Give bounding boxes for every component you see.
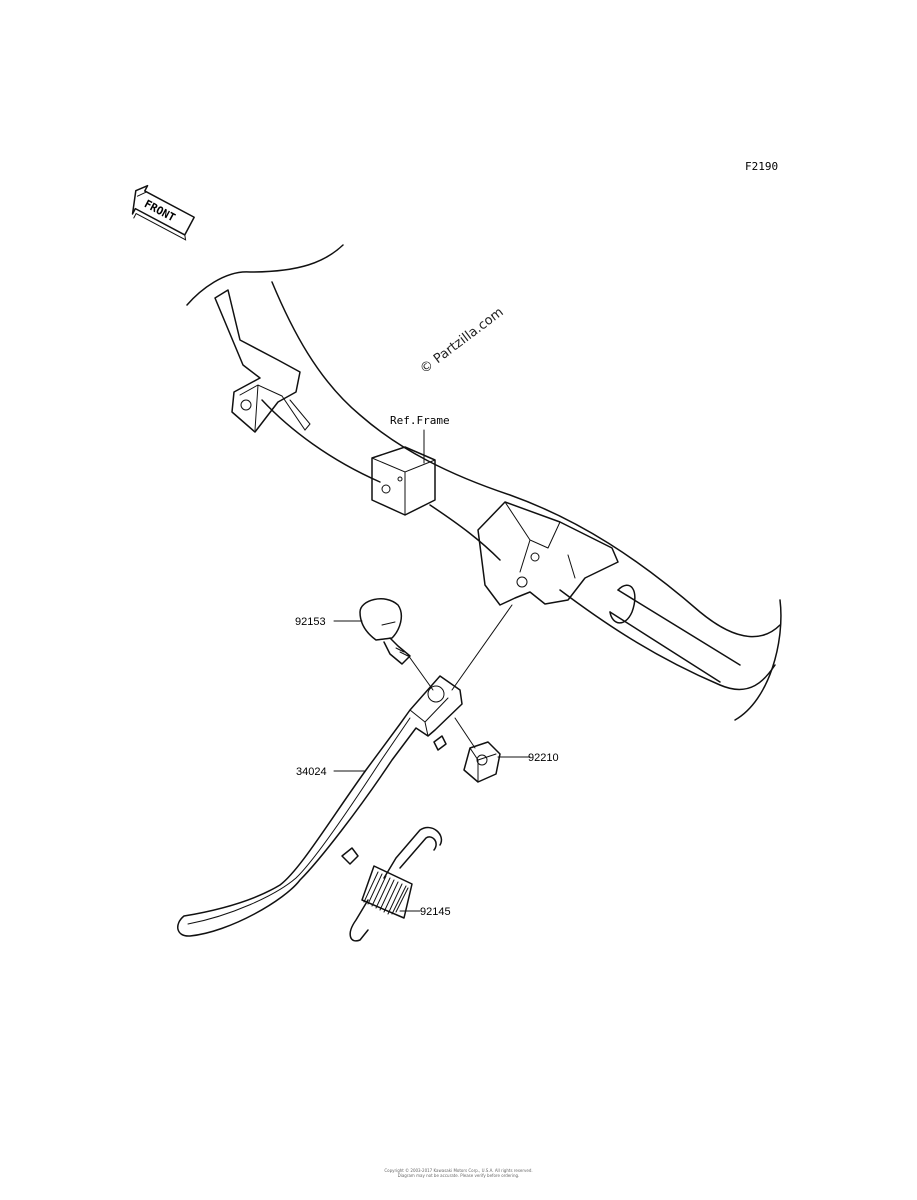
part-label-92145: 92145 (420, 906, 451, 918)
front-label: FRONT (142, 197, 178, 224)
footer-line-2: Diagram may not be accurate. Please veri… (397, 1173, 520, 1178)
part-label-92153: 92153 (295, 616, 326, 628)
spring-coil (361, 865, 413, 919)
side-stand-34024 (177, 675, 463, 937)
watermark: © Partzilla.com (417, 305, 506, 377)
footer-line-1: Copyright © 2003-2017 Kawasaki Motors Co… (384, 1168, 533, 1173)
diagram-code: F2190 (745, 160, 778, 173)
nut-92210 (463, 741, 501, 783)
reference-label: Ref.Frame (390, 414, 450, 427)
bolt-92153 (359, 598, 411, 665)
frame (186, 244, 782, 721)
part-label-34024: 34024 (296, 766, 327, 778)
front-arrow-icon: FRONT (131, 184, 195, 241)
footer: Copyright © 2003-2017 Kawasaki Motors Co… (0, 1168, 917, 1178)
part-label-92210: 92210 (528, 752, 559, 764)
spring-92145 (349, 826, 443, 942)
